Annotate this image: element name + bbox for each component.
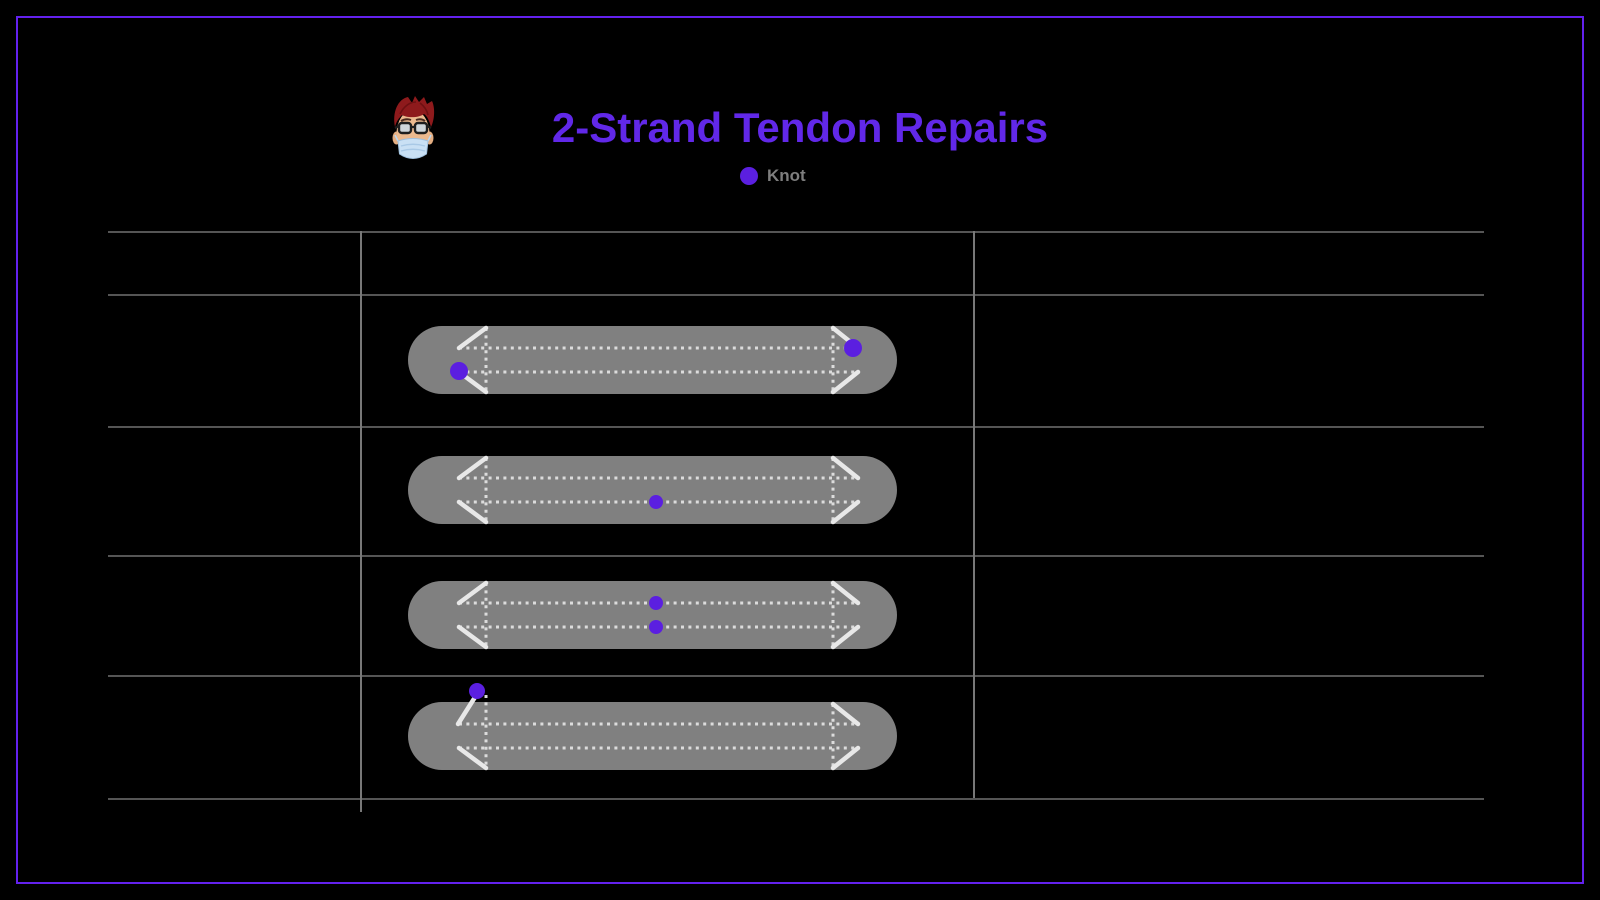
tendon-diagram-row-3-two-knots-at-center: [408, 580, 897, 650]
table-grid-line-horizontal: [108, 798, 1484, 800]
knot-marker: [649, 495, 663, 509]
knot-legend-dot-icon: [740, 167, 758, 185]
table-grid-line-horizontal: [108, 675, 1484, 677]
table-grid-line-vertical: [973, 231, 975, 798]
table-grid-line-horizontal: [108, 231, 1484, 233]
table-grid-line-horizontal: [108, 294, 1484, 296]
knot-marker: [649, 620, 663, 634]
knot-marker: [469, 683, 485, 699]
knot-marker: [649, 596, 663, 610]
knot-legend-label: Knot: [767, 166, 806, 185]
tendon-diagram-row-2-single-knot-at-center: [408, 455, 897, 525]
surgeon-face-mask-icon: [392, 96, 435, 159]
page-title: 2-Strand Tendon Repairs: [551, 104, 1049, 151]
table-grid-line-horizontal: [108, 426, 1484, 428]
table-grid-line-horizontal: [108, 555, 1484, 557]
tendon-diagram-row-4-knot-above-left-end: [408, 683, 897, 771]
table-grid-line-vertical: [360, 231, 362, 812]
knot-marker: [844, 339, 862, 357]
tendon-diagram-row-1-knot-at-each-end: [408, 325, 897, 395]
knot-marker: [450, 362, 468, 380]
legend: Knot: [740, 166, 806, 186]
